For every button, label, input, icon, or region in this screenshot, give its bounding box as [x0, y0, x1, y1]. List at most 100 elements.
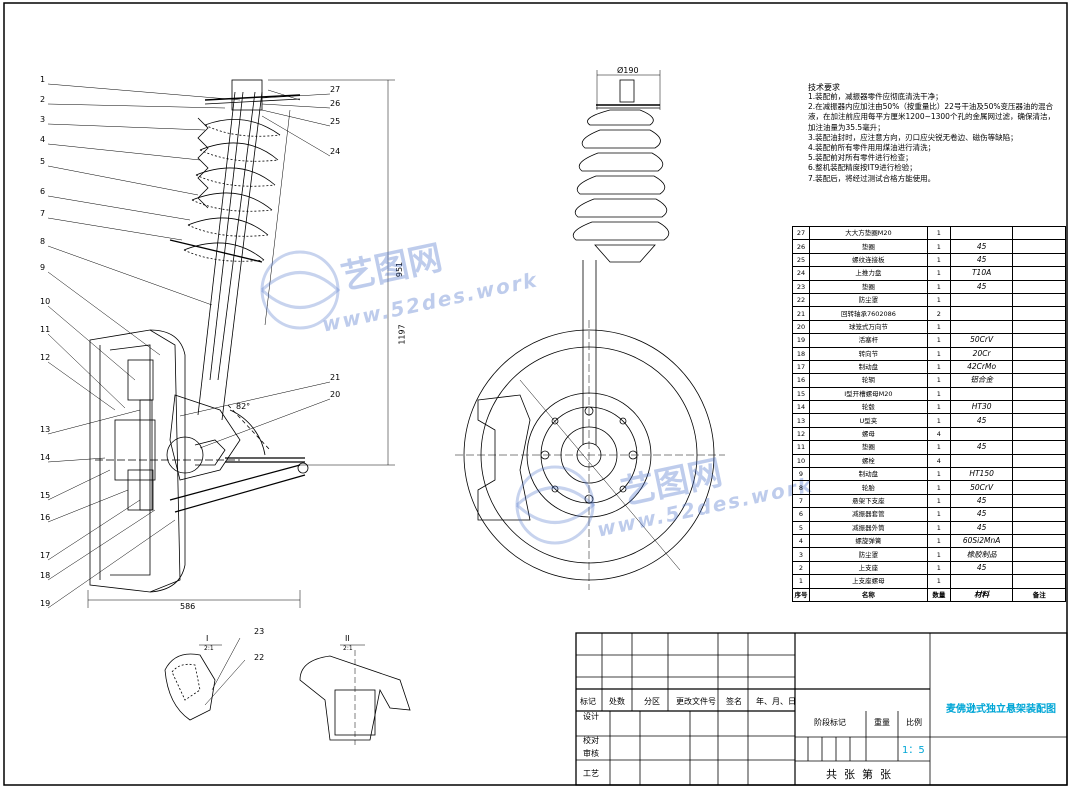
dim-mid: 951	[395, 261, 405, 278]
detail2-scale: 2:1	[343, 645, 353, 652]
parts-cell-material: 45	[949, 279, 1014, 294]
parts-cell-no: 24	[792, 266, 810, 281]
parts-cell-qty: 1	[926, 547, 951, 562]
parts-cell-name: 轮毂	[808, 400, 928, 415]
parts-cell-name: I型开槽螺母M20	[808, 386, 928, 402]
parts-cell-note	[1012, 225, 1066, 241]
parts-cell-qty: 1	[926, 560, 951, 576]
parts-cell-note	[1012, 252, 1066, 268]
parts-cell-no: 14	[792, 400, 810, 415]
parts-cell-material: 45	[949, 560, 1014, 576]
parts-cell-no: 25	[792, 252, 810, 268]
parts-cell-note	[1012, 574, 1066, 589]
parts-cell-qty: 1	[926, 319, 951, 335]
detail2-label: 22	[254, 653, 265, 662]
parts-cell-no: 10	[792, 453, 810, 469]
parts-cell-no: 7	[792, 493, 810, 509]
callout-right-21: 21	[330, 373, 341, 382]
parts-cell-note	[1012, 292, 1066, 308]
parts-cell-no: 13	[792, 413, 810, 428]
callout-left-13: 13	[40, 425, 51, 434]
parts-cell-qty: 1	[926, 520, 951, 535]
watermark-globe-right	[515, 465, 596, 545]
parts-cell-no: 8	[792, 480, 810, 495]
callout-left-8: 8	[40, 237, 46, 246]
callout-left-14: 14	[40, 453, 51, 462]
parts-cell-material	[949, 453, 1014, 469]
parts-cell-note	[1012, 239, 1066, 254]
parts-cell-material: 铝合金	[949, 373, 1014, 388]
parts-cell-material: 45	[949, 413, 1014, 428]
parts-cell-name: 上支座螺母	[808, 574, 928, 589]
parts-cell-qty: 1	[926, 507, 951, 522]
parts-header-material: 材料	[949, 587, 1014, 602]
parts-cell-material	[949, 292, 1014, 308]
parts-cell-qty: 1	[926, 292, 951, 308]
parts-cell-name: 悬架下支座	[808, 493, 928, 509]
parts-cell-qty: 1	[926, 359, 951, 375]
parts-cell-qty: 1	[926, 400, 951, 415]
tech-req-item: 2.在减振器内应加注由50%（按重量比）22号干油及50%变压器油的混合液，在加…	[808, 102, 1055, 132]
parts-cell-note	[1012, 306, 1066, 321]
parts-cell-note	[1012, 453, 1066, 469]
parts-cell-material: T10A	[949, 266, 1014, 281]
parts-cell-note	[1012, 359, 1066, 375]
detail1-scale: 2:1	[204, 645, 214, 652]
dim-top: Ø190	[617, 66, 639, 75]
callout-left-10: 10	[40, 297, 51, 306]
parts-cell-no: 6	[792, 507, 810, 522]
parts-cell-qty: 1	[926, 467, 951, 482]
parts-cell-name: 大大方垫圈M20	[808, 225, 928, 241]
parts-cell-no: 21	[792, 306, 810, 321]
main-assembly-view	[47, 79, 395, 609]
parts-cell-note	[1012, 467, 1066, 482]
parts-cell-material	[949, 306, 1014, 321]
tb-row-label: 工艺	[583, 769, 599, 778]
callout-left-17: 17	[40, 551, 51, 560]
tb-label: 处数	[609, 697, 625, 706]
callout-left-3: 3	[40, 115, 46, 124]
callout-left-5: 5	[40, 157, 46, 166]
parts-cell-name: 垫圈	[808, 239, 928, 254]
parts-cell-no: 17	[792, 359, 810, 375]
parts-cell-material: 45	[949, 493, 1014, 509]
parts-cell-qty: 1	[926, 333, 951, 348]
parts-cell-material: 45	[949, 440, 1014, 455]
parts-cell-no: 1	[792, 574, 810, 589]
parts-cell-name: 螺旋弹簧	[808, 533, 928, 549]
weight-label: 重量	[874, 718, 890, 727]
parts-cell-qty: 1	[926, 239, 951, 254]
parts-cell-material	[949, 386, 1014, 402]
callout-left-15: 15	[40, 491, 51, 500]
parts-cell-no: 4	[792, 533, 810, 549]
parts-cell-no: 19	[792, 333, 810, 348]
parts-cell-note	[1012, 533, 1066, 549]
tb-label: 年、月、日	[756, 697, 796, 706]
callout-left-6: 6	[40, 187, 46, 196]
callout-left-11: 11	[40, 325, 51, 334]
parts-cell-note	[1012, 413, 1066, 428]
tech-req-item: 3.装配油封时，应注意方向，刃口应尖锐无卷边、磁伤等缺陷；	[808, 132, 1018, 142]
parts-cell-name: 上支座	[808, 560, 928, 576]
parts-cell-material: 45	[949, 239, 1014, 254]
callout-left-2: 2	[40, 95, 46, 104]
parts-cell-name: 螺栓	[808, 453, 928, 469]
parts-cell-qty: 1	[926, 386, 951, 402]
parts-cell-no: 2	[792, 560, 810, 576]
tb-row-label: 审核	[583, 749, 599, 758]
parts-cell-qty: 1	[926, 225, 951, 241]
